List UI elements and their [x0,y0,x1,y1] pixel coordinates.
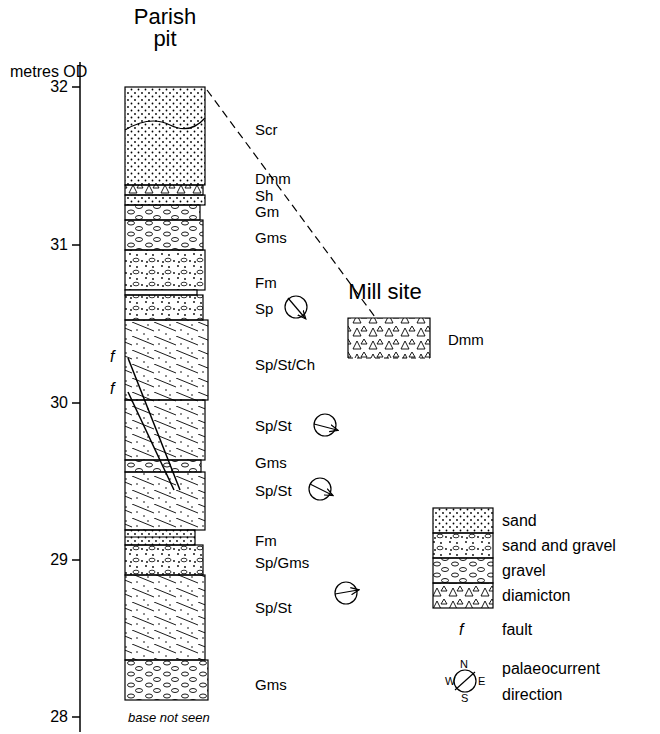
log-label: Sp/St [255,418,292,435]
log-label: Gms [255,677,287,694]
log-label: Gm [255,204,279,221]
log-label: E [478,675,485,687]
legend-text: sand and gravel [502,537,616,555]
log-label: Scr [255,122,278,139]
log-label: 31 [50,236,68,254]
log-label: Sh [255,188,273,205]
log-label: Parish pit [120,6,210,50]
log-label: 30 [50,394,68,412]
legend-text: sand [502,512,537,530]
log-label: Sp/Gms [255,555,309,572]
log-label: base not seen [128,711,210,725]
log-label: f [110,380,114,398]
legend-text: palaeocurrent direction [502,656,612,707]
log-label: Fm [255,275,277,292]
log-label: Dmm [255,171,291,188]
legend-text: fault [502,621,532,639]
log-label: N [460,658,468,670]
log-label: Sp/St [255,600,292,617]
log-label: Gms [255,455,287,472]
log-label: 32 [50,78,68,96]
log-label: Mill site [345,281,425,303]
log-label: Dmm [448,332,484,349]
legend-text: gravel [502,562,546,580]
log-label: Sp/St [255,483,292,500]
log-label: Fm [255,533,277,550]
log-label: S [461,692,468,704]
log-label: 29 [50,551,68,569]
log-label: Sp/St/Ch [255,357,315,374]
log-label: f [110,348,114,366]
log-label: 28 [50,708,68,726]
log-label: Sp [255,301,273,318]
log-label: Gms [255,230,287,247]
log-label: W [445,675,455,687]
log-label: metres OD [10,63,87,81]
log-label: f [459,621,463,639]
legend-text: diamicton [502,587,570,605]
